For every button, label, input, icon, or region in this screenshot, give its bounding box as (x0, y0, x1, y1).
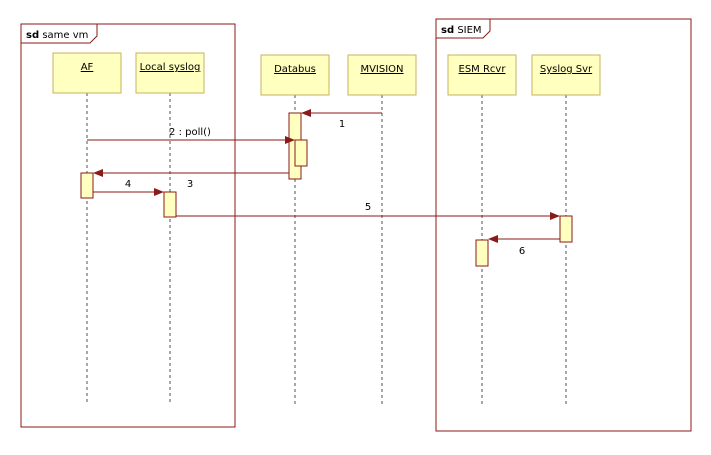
message-3[interactable]: 3 (187, 179, 193, 190)
svg-text:Syslog Svr: Syslog Svr (540, 64, 593, 75)
activation-syslog-svr (559, 215, 573, 243)
activation-esm-rcvr (475, 239, 489, 267)
frame-siem: sd SIEM (435, 18, 692, 432)
frame-same-vm-title: sd same vm (26, 30, 88, 41)
svg-text:2 : poll(): 2 : poll() (169, 127, 211, 138)
lifeline-esm-rcvr[interactable]: ESM Rcvr (447, 54, 517, 96)
svg-text:MVISION: MVISION (360, 64, 403, 75)
svg-text:Local syslog: Local syslog (140, 62, 201, 73)
svg-text:ESM Rcvr: ESM Rcvr (459, 64, 507, 75)
message-1[interactable]: 1 (301, 109, 382, 130)
message-2[interactable]: 2 : poll() (87, 127, 295, 144)
svg-text:3: 3 (187, 179, 193, 190)
lifeline-mvision[interactable]: MVISION (347, 54, 417, 96)
activation-local-syslog (163, 191, 177, 218)
lifeline-af[interactable]: AF (52, 52, 122, 94)
activation-af (80, 172, 94, 199)
activation-databus-nested (294, 139, 308, 167)
lifeline-syslog-svr[interactable]: Syslog Svr (531, 54, 601, 96)
svg-text:1: 1 (339, 119, 345, 130)
frame-same-vm: sd same vm (20, 23, 236, 428)
lifeline-databus[interactable]: Databus (260, 54, 330, 96)
message-6[interactable]: 6 (488, 235, 560, 257)
lifeline-local-syslog[interactable]: Local syslog (135, 52, 205, 94)
svg-text:AF: AF (81, 62, 94, 73)
svg-text:Databus: Databus (274, 64, 316, 75)
svg-text:5: 5 (365, 202, 371, 213)
frame-siem-title: sd SIEM (441, 25, 482, 36)
svg-text:6: 6 (519, 246, 525, 257)
message-4[interactable]: 4 (93, 179, 164, 196)
svg-text:4: 4 (125, 179, 131, 190)
message-5[interactable]: 5 (176, 202, 560, 220)
